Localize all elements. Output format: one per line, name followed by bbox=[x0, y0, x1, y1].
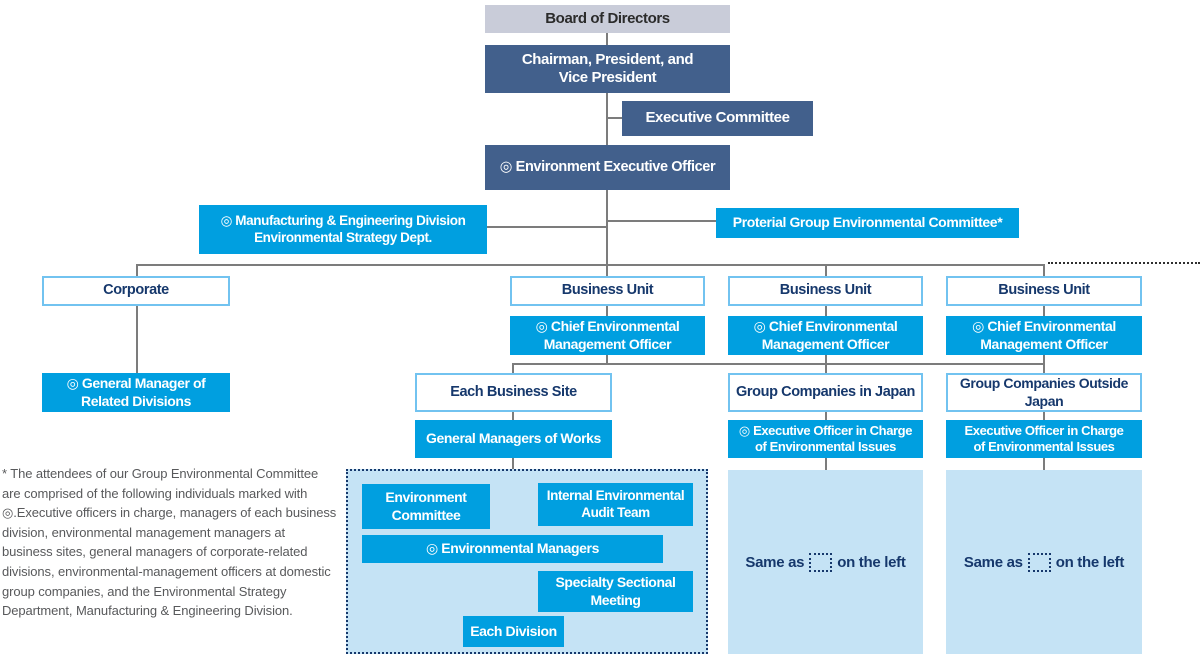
manufacturing-env-strategy-box: ◎ Manufacturing & Engineering Division E… bbox=[199, 205, 487, 254]
same-as-prefix: Same as bbox=[963, 553, 1023, 571]
business-unit-box: Business Unit bbox=[510, 276, 705, 306]
general-manager-related-divisions-box: ◎ General Manager of Related Divisions bbox=[42, 373, 230, 412]
corporate-box: Corporate bbox=[42, 276, 230, 306]
same-as-note: Same as on the left bbox=[946, 470, 1142, 654]
connector-line bbox=[512, 363, 1044, 365]
same-as-left-panel-outside: Same as on the left bbox=[946, 470, 1142, 654]
board-of-directors-box: Board of Directors bbox=[485, 5, 730, 33]
same-as-left-panel-japan: Same as on the left bbox=[728, 470, 923, 654]
executive-committee-box: Executive Committee bbox=[622, 101, 813, 136]
dotted-box-icon bbox=[809, 552, 833, 572]
connector-line bbox=[606, 306, 608, 316]
dotted-box-icon bbox=[1027, 552, 1051, 572]
same-as-suffix: on the left bbox=[1055, 553, 1125, 571]
connector-line bbox=[1043, 458, 1045, 470]
each-division-box: Each Division bbox=[463, 616, 564, 647]
connector-line bbox=[825, 355, 827, 364]
connector-line bbox=[825, 458, 827, 470]
same-as-suffix: on the left bbox=[837, 553, 906, 571]
exec-officer-env-issues-japan-box: ◎ Executive Officer in Charge of Environ… bbox=[728, 420, 923, 458]
connector-line bbox=[487, 226, 607, 228]
each-business-site-box: Each Business Site bbox=[415, 373, 612, 412]
chief-env-management-officer-box: ◎ Chief Environmental Management Officer bbox=[946, 316, 1142, 355]
chairman-president-box: Chairman, President, and Vice President bbox=[485, 45, 730, 93]
connector-line bbox=[606, 355, 608, 364]
same-as-prefix: Same as bbox=[745, 553, 805, 571]
footnote-text: * The attendees of our Group Environment… bbox=[2, 466, 337, 619]
specialty-sectional-meeting-box: Specialty Sectional Meeting bbox=[538, 571, 693, 612]
general-managers-of-works-box: General Managers of Works bbox=[415, 420, 612, 458]
connector-line bbox=[606, 190, 608, 265]
dotted-connector-line bbox=[1048, 262, 1200, 264]
connector-line bbox=[512, 363, 514, 373]
connector-line bbox=[1043, 306, 1045, 316]
exec-officer-env-issues-outside-box: Executive Officer in Charge of Environme… bbox=[946, 420, 1142, 458]
connector-line bbox=[606, 33, 608, 45]
environment-executive-officer-box: ◎ Environment Executive Officer bbox=[485, 145, 730, 190]
connector-line bbox=[512, 412, 514, 420]
same-as-note: Same as on the left bbox=[728, 470, 923, 654]
connector-line bbox=[136, 306, 138, 373]
connector-line bbox=[136, 264, 138, 277]
connector-line bbox=[825, 412, 827, 420]
internal-env-audit-team-box: Internal Environmental Audit Team bbox=[538, 483, 693, 526]
connector-line bbox=[606, 117, 622, 119]
chief-env-management-officer-box: ◎ Chief Environmental Management Officer bbox=[510, 316, 705, 355]
connector-line bbox=[825, 264, 827, 277]
group-companies-outside-japan-box: Group Companies Outside Japan bbox=[946, 373, 1142, 412]
business-unit-box: Business Unit bbox=[728, 276, 923, 306]
business-unit-box: Business Unit bbox=[946, 276, 1142, 306]
environmental-managers-box: ◎ Environmental Managers bbox=[362, 535, 663, 563]
proterial-group-env-committee-box: Proterial Group Environmental Committee* bbox=[716, 208, 1019, 238]
connector-line bbox=[1043, 264, 1045, 277]
connector-line bbox=[136, 264, 1044, 266]
chief-env-management-officer-box: ◎ Chief Environmental Management Officer bbox=[728, 316, 923, 355]
connector-line bbox=[606, 220, 716, 222]
connector-line bbox=[825, 363, 827, 373]
environment-committee-box: Environment Committee bbox=[362, 484, 490, 529]
connector-line bbox=[825, 306, 827, 316]
connector-line bbox=[606, 93, 608, 145]
group-companies-japan-box: Group Companies in Japan bbox=[728, 373, 923, 412]
connector-line bbox=[606, 264, 608, 277]
connector-line bbox=[1043, 412, 1045, 420]
